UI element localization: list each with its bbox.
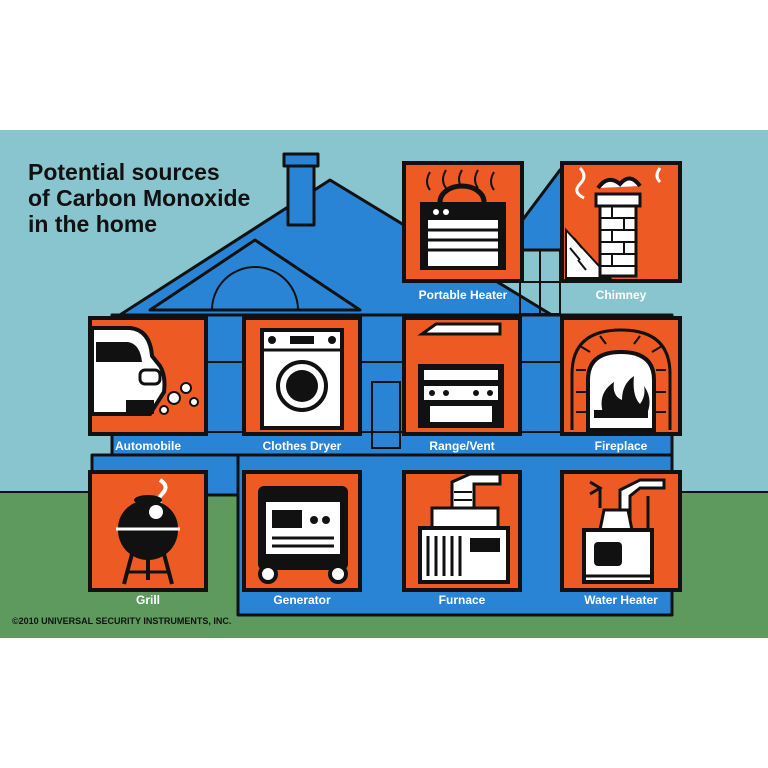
tile-label-portable-heater: Portable Heater [419, 288, 508, 302]
copyright-notice: ©2010 UNIVERSAL SECURITY INSTRUMENTS, IN… [12, 616, 231, 626]
tile-portable-heater: Portable Heater [402, 161, 524, 302]
tile-label-furnace: Furnace [439, 593, 486, 607]
fireplace-icon [570, 328, 672, 432]
tile-label-generator: Generator [273, 593, 331, 607]
tile-automobile: Automobile [88, 316, 208, 453]
tile-furnace: Furnace [402, 470, 522, 607]
grill-icon [116, 478, 180, 585]
range-vent-icon [417, 322, 504, 428]
tile-water-heater: Water Heater [560, 470, 682, 607]
tile-label-clothes-dryer: Clothes Dryer [263, 439, 342, 453]
portable-heater-icon [420, 169, 506, 270]
poster-title: Potential sources of Carbon Monoxide in … [28, 159, 250, 237]
clothes-dryer-icon [260, 328, 344, 430]
water-heater-icon [582, 478, 666, 584]
carbon-monoxide-poster: Potential sources of Carbon Monoxide in … [0, 130, 768, 638]
tile-generator: Generator [242, 470, 362, 607]
automobile-icon [90, 326, 199, 416]
furnace-icon [418, 472, 510, 584]
tile-range-vent: Range/Vent [402, 316, 522, 453]
tile-label-automobile: Automobile [115, 439, 181, 453]
tile-chimney: Chimney [560, 161, 682, 302]
tile-label-water-heater: Water Heater [584, 593, 658, 607]
tile-label-fireplace: Fireplace [595, 439, 648, 453]
title-line-1: Potential sources [28, 159, 220, 185]
tile-fireplace: Fireplace [560, 316, 682, 453]
tile-label-grill: Grill [136, 593, 160, 607]
tile-clothes-dryer: Clothes Dryer [242, 316, 362, 453]
tile-grill: Grill [88, 470, 208, 607]
generator-icon [258, 486, 348, 584]
chimney-icon [565, 166, 662, 279]
title-line-3: in the home [28, 211, 157, 237]
title-line-2: of Carbon Monoxide [28, 185, 250, 211]
tile-label-range-vent: Range/Vent [429, 439, 494, 453]
tile-label-chimney: Chimney [596, 288, 647, 302]
